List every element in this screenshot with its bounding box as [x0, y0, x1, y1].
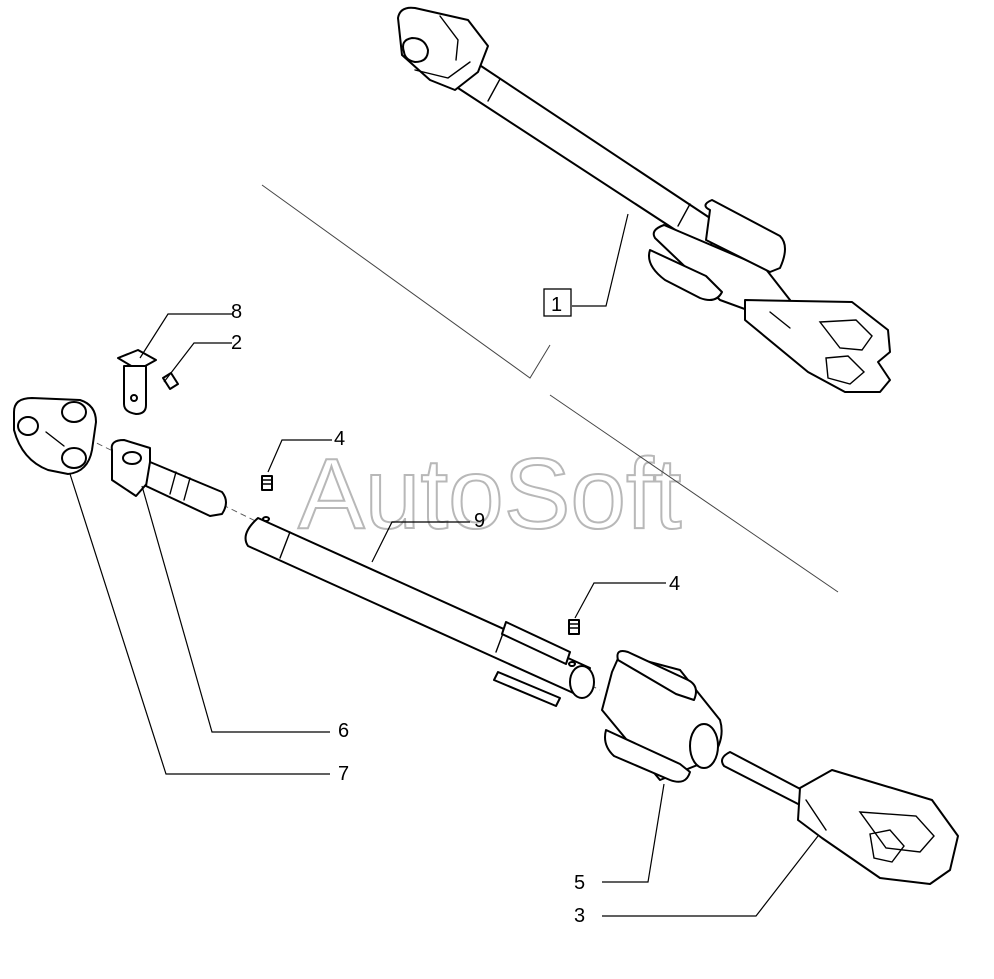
callout-7: 7: [338, 763, 349, 785]
sleeve-part-5: [601, 650, 723, 783]
callout-4-bottom: 4: [669, 573, 680, 595]
forked-end-part-3: [721, 751, 959, 885]
callout-2: 2: [231, 332, 242, 354]
main-tube-part-9: [244, 516, 595, 707]
spring-pin-part-2: [162, 372, 179, 390]
threaded-pin-part-6: [110, 439, 227, 517]
pin-part-8: [117, 349, 157, 415]
callout-5: 5: [574, 872, 585, 894]
callout-9: 9: [474, 510, 485, 532]
set-screw-part-4-bottom: [568, 619, 580, 635]
clevis-end-part-7: [13, 397, 97, 475]
callout-box-1: [543, 288, 572, 317]
set-screw-part-4-top: [261, 475, 273, 491]
leader-lines: [69, 213, 819, 917]
callout-6: 6: [338, 720, 349, 742]
callout-8: 8: [231, 301, 242, 323]
callout-3: 3: [574, 905, 585, 927]
watermark-text: AutoSoft: [298, 438, 682, 550]
assembled-stabilizer: [397, 6, 891, 393]
callout-4-top: 4: [334, 428, 345, 450]
callout-1: 1: [551, 294, 562, 316]
view-divider: [261, 184, 839, 593]
